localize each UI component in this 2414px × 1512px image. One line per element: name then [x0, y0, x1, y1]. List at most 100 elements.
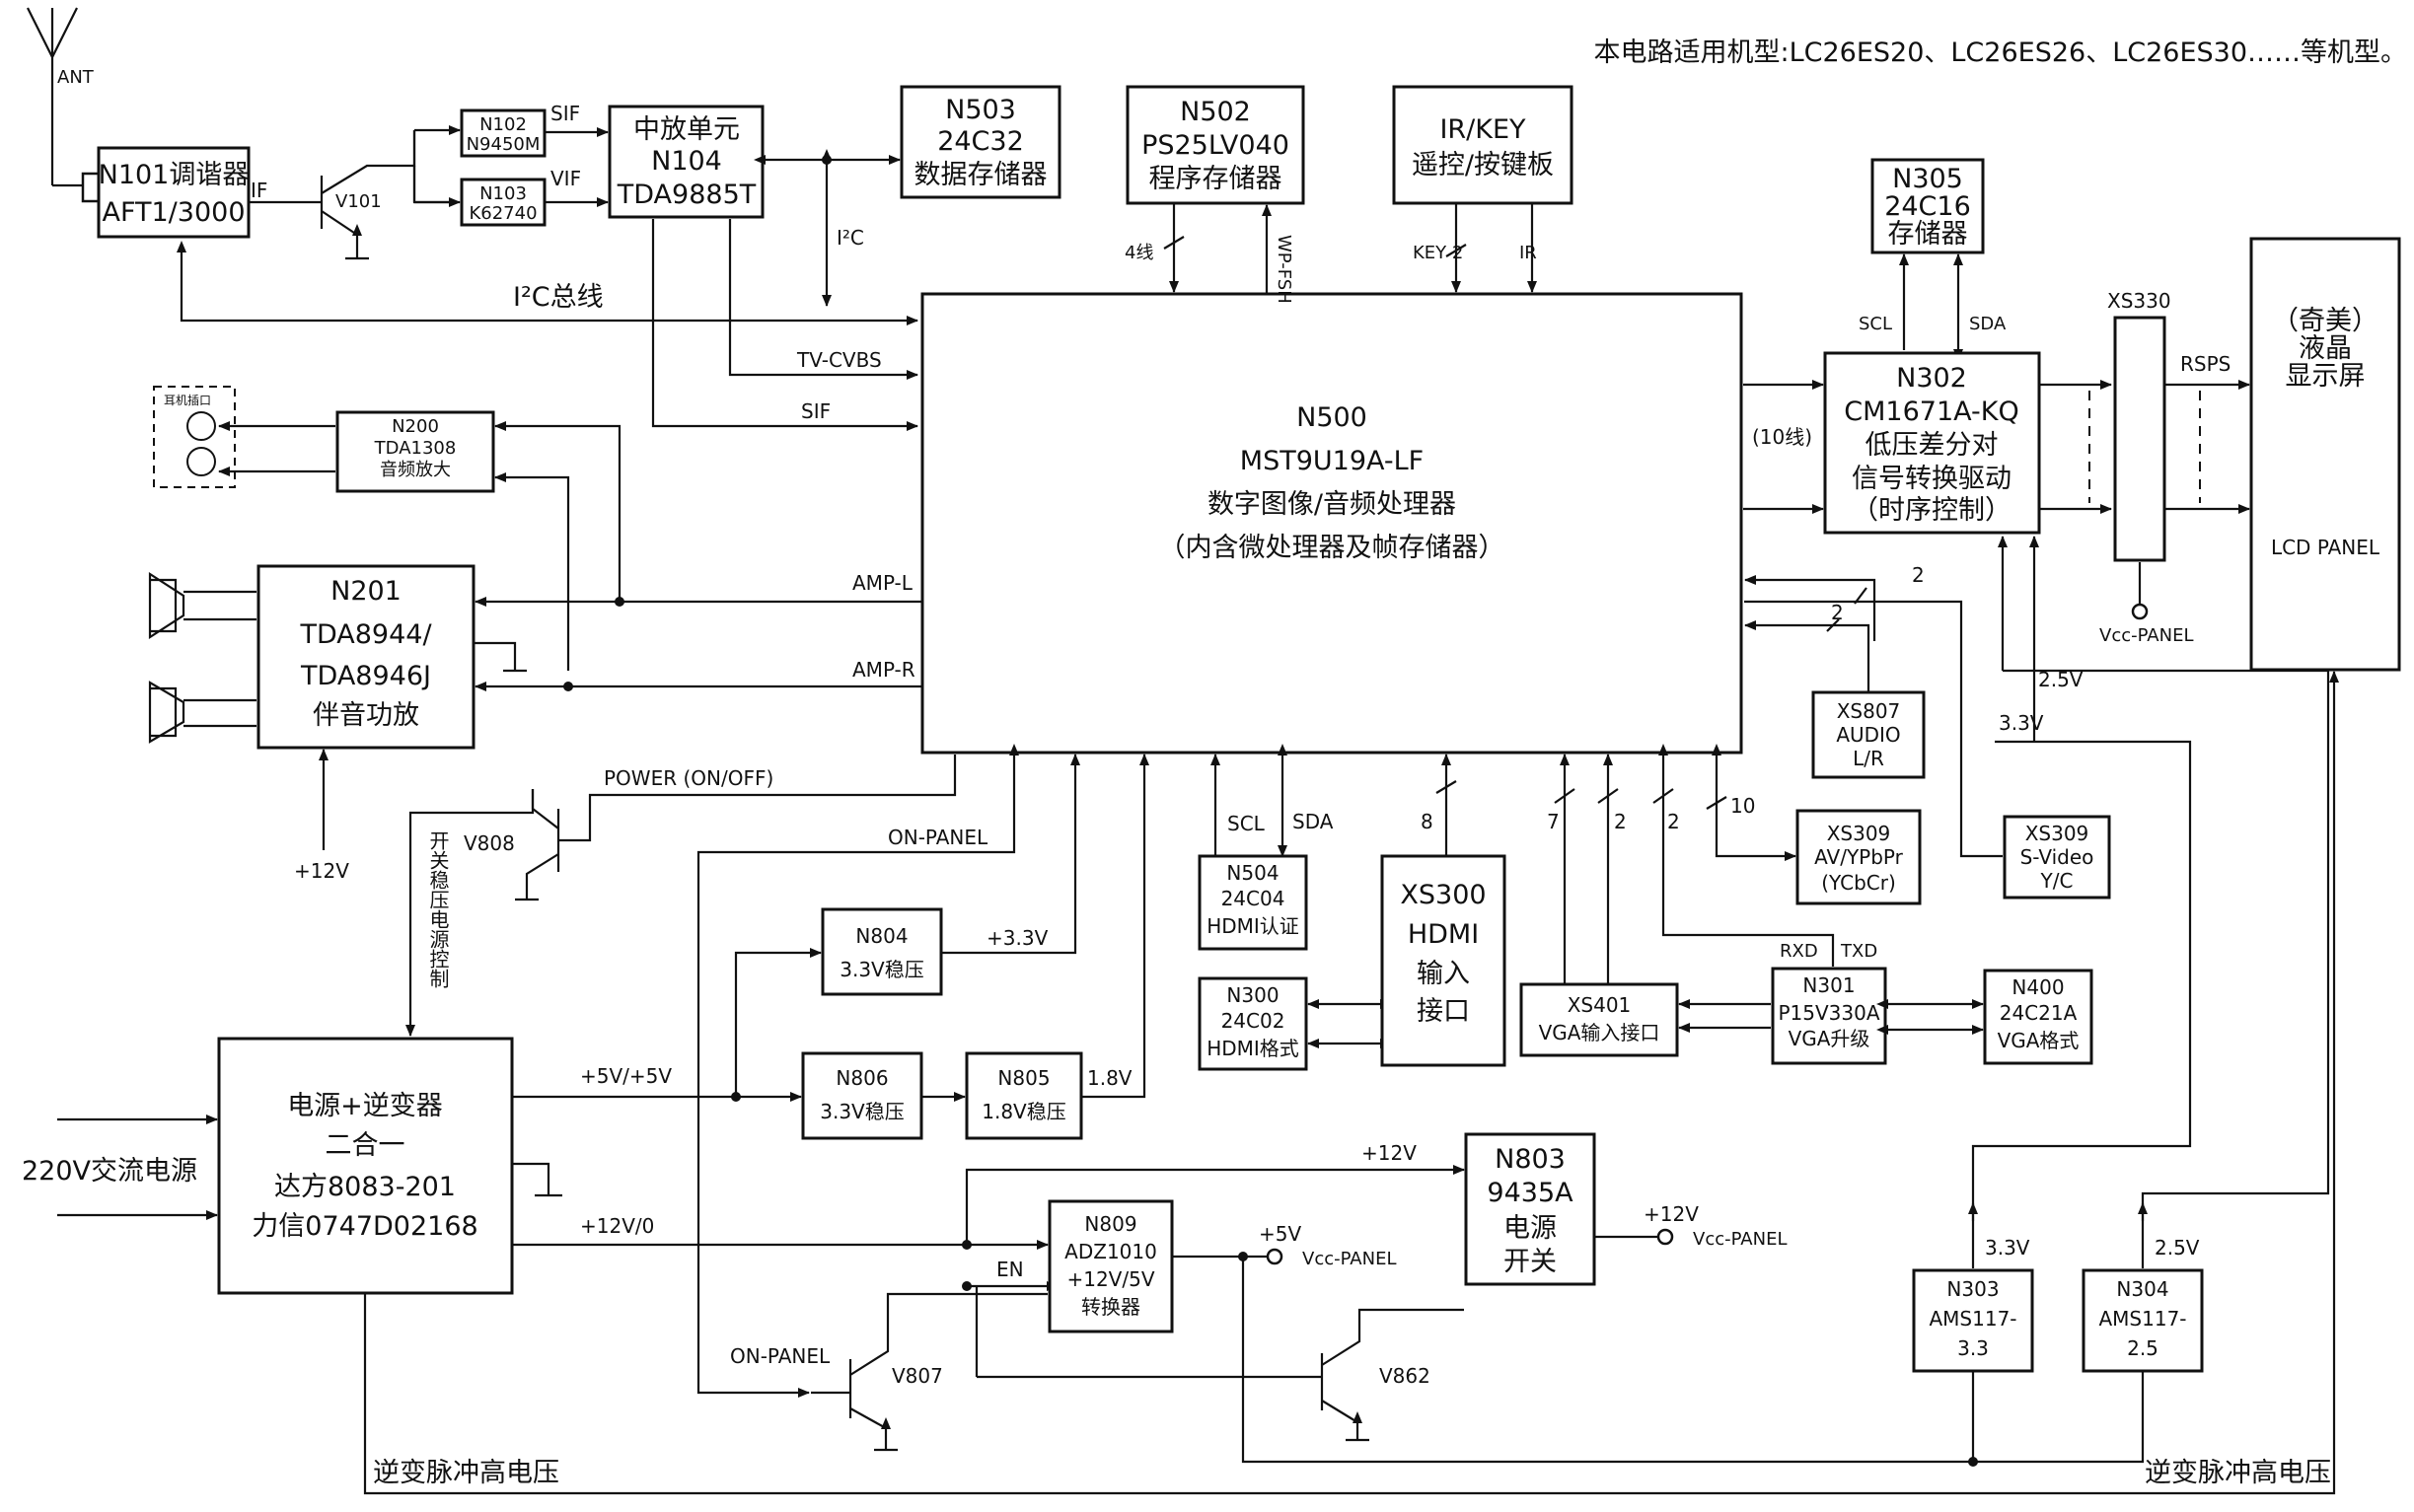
vif-label: VIF: [550, 167, 581, 190]
v807-label: V807: [892, 1364, 943, 1388]
hv-left-label: 逆变脉冲高电压: [373, 1458, 559, 1488]
i2c-label: I²C: [837, 226, 864, 250]
n500-line3: 数字图像/音频处理器: [1207, 489, 1456, 520]
panel-line1: （奇美）: [2272, 306, 2378, 336]
n500-main-processor-block: N500 MST9U19A-LF 数字图像/音频处理器 （内含微处理器及帧存储器…: [920, 292, 1743, 755]
transistor-v807: [811, 1292, 1048, 1452]
n805-block: N805 1.8V稳压: [965, 1051, 1083, 1140]
psu-line3: 达方8083-201: [274, 1172, 456, 1202]
wp-fsh-label: WP-FSH: [1274, 235, 1294, 304]
xs807-line2: AUDIO: [1836, 723, 1900, 747]
psu-line1: 电源+逆变器: [287, 1091, 443, 1121]
n300-line1: N300: [1226, 983, 1279, 1007]
n500-line1: N500: [1296, 402, 1367, 433]
rxd-label: RXD: [1780, 941, 1818, 962]
n103-line2: K62740: [469, 203, 537, 224]
n806-line1: N806: [836, 1066, 888, 1090]
xs309a-line1: XS309: [1827, 822, 1891, 845]
n305-block: N305 24C16 存储器: [1870, 158, 1985, 254]
n200-line2: TDA1308: [374, 438, 457, 459]
n201-line2: TDA8944/: [299, 619, 432, 650]
ten-wire-label: (10线): [1752, 425, 1812, 449]
v862-label: V862: [1379, 1364, 1430, 1388]
audio-two-label: 2: [1831, 601, 1844, 624]
n301-line3: VGA升级: [1789, 1027, 1870, 1050]
n200-line3: 音频放大: [380, 460, 451, 480]
n104-line3: TDA9885T: [617, 180, 757, 210]
n304-line3: 2.5: [2127, 1336, 2158, 1360]
n302-line2: CM1671A-KQ: [1844, 396, 2018, 427]
tuner-n101-block: N101调谐器 AFT1/3000: [97, 146, 251, 239]
xs300-line3: 输入: [1417, 959, 1470, 989]
xs330-label: XS330: [2107, 289, 2171, 313]
n103-block: N103 K62740: [460, 178, 547, 227]
antenna-icon: [27, 7, 78, 185]
i2c-bus-label: I²C总线: [513, 282, 604, 313]
n803-line4: 开关: [1503, 1247, 1557, 1277]
n502-block: N502 PS25LV040 程序存储器: [1126, 85, 1305, 205]
n104-line1: 中放单元: [633, 114, 740, 145]
transistor-v862: [977, 1308, 1464, 1442]
n803-line3: 电源: [1503, 1213, 1557, 1244]
xs401-vga-input-block: XS401 VGA输入接口: [1519, 982, 1679, 1057]
v33-label: 3.3V: [1999, 711, 2044, 735]
n300-line3: HDMI格式: [1207, 1037, 1299, 1060]
psu-line2: 二合一: [326, 1130, 405, 1161]
n304-line1: N304: [2116, 1277, 2168, 1301]
if-label: IF: [251, 179, 267, 202]
ir-label: IR: [1519, 243, 1537, 263]
n809-converter-block: N809 ADZ1010 +12V/5V 转换器: [1048, 1199, 1174, 1333]
sda2-label: SDA: [1292, 810, 1334, 833]
n201-line4: 伴音功放: [313, 700, 419, 731]
n500-line2: MST9U19A-LF: [1240, 446, 1424, 476]
p33v-label: +3.3V: [987, 926, 1049, 950]
en-label: EN: [996, 1258, 1024, 1281]
n102-line2: N9450M: [467, 134, 541, 155]
n303-line1: N303: [1946, 1277, 1999, 1301]
n103-line1: N103: [479, 183, 527, 204]
n301-line2: P15V330A: [1778, 1001, 1879, 1025]
n803-line1: N803: [1495, 1144, 1566, 1175]
n809-line3: +12V/5V: [1066, 1267, 1154, 1291]
v25-label: 2.5V: [2038, 668, 2084, 691]
key2-label: KEY 2: [1413, 243, 1463, 263]
psu-line4: 力信0747D02168: [252, 1211, 477, 1242]
amp-l-label: AMP-L: [852, 571, 914, 595]
panel-line2: 液晶: [2299, 333, 2352, 364]
p12v-b-label: +12V: [1361, 1141, 1417, 1165]
vcc-panel-b-label: Vcc-PANEL: [1302, 1249, 1396, 1269]
v18-label: 1.8V: [1087, 1066, 1133, 1090]
xs401-line2: VGA输入接口: [1539, 1021, 1660, 1044]
xs300-line2: HDMI: [1408, 919, 1479, 950]
n809-line2: ADZ1010: [1064, 1240, 1157, 1263]
n305-line1: N305: [1892, 164, 1963, 194]
n102-line1: N102: [479, 114, 527, 135]
n400-line3: VGA格式: [1998, 1029, 2080, 1052]
xs309b-line1: XS309: [2025, 822, 2089, 845]
xs309-av-block: XS309 AV/YPbPr (YCbCr): [1795, 809, 1922, 905]
n809-line4: 转换器: [1081, 1295, 1140, 1319]
amp-r-label: AMP-R: [852, 658, 915, 682]
xs300-hdmi-input-block: XS300 HDMI 输入 接口: [1380, 854, 1506, 1067]
av-ten-label: 10: [1730, 794, 1755, 818]
n200-line1: N200: [392, 416, 439, 437]
xs309-svideo-block: XS309 S-Video Y/C: [2003, 815, 2111, 900]
earphone-jack-icon: [153, 386, 236, 488]
n803-line2: 9435A: [1487, 1178, 1573, 1208]
on-panel-label: ON-PANEL: [888, 826, 988, 849]
n305-line3: 存储器: [1888, 219, 1968, 250]
p5v-label: +5V/+5V: [580, 1064, 672, 1088]
xs330-connector: [2113, 316, 2166, 562]
n502-line2: PS25LV040: [1141, 130, 1289, 161]
xs309a-line2: AV/YPbPr: [1814, 845, 1904, 869]
n304-regulator-block: N304 AMS117- 2.5: [2082, 1268, 2204, 1373]
n502-line3: 程序存储器: [1149, 164, 1282, 194]
n303-regulator-block: N303 AMS117- 3.3: [1912, 1268, 2034, 1373]
scl-label: SCL: [1859, 314, 1892, 334]
xs807-line1: XS807: [1837, 699, 1901, 723]
p12v-c-label: +12V: [1644, 1202, 1699, 1226]
switch-ctrl-label: 开关稳压电源控制: [426, 830, 450, 988]
tv-cvbs-label: TV-CVBS: [796, 348, 882, 372]
hdmi-eight-label: 8: [1421, 810, 1433, 833]
